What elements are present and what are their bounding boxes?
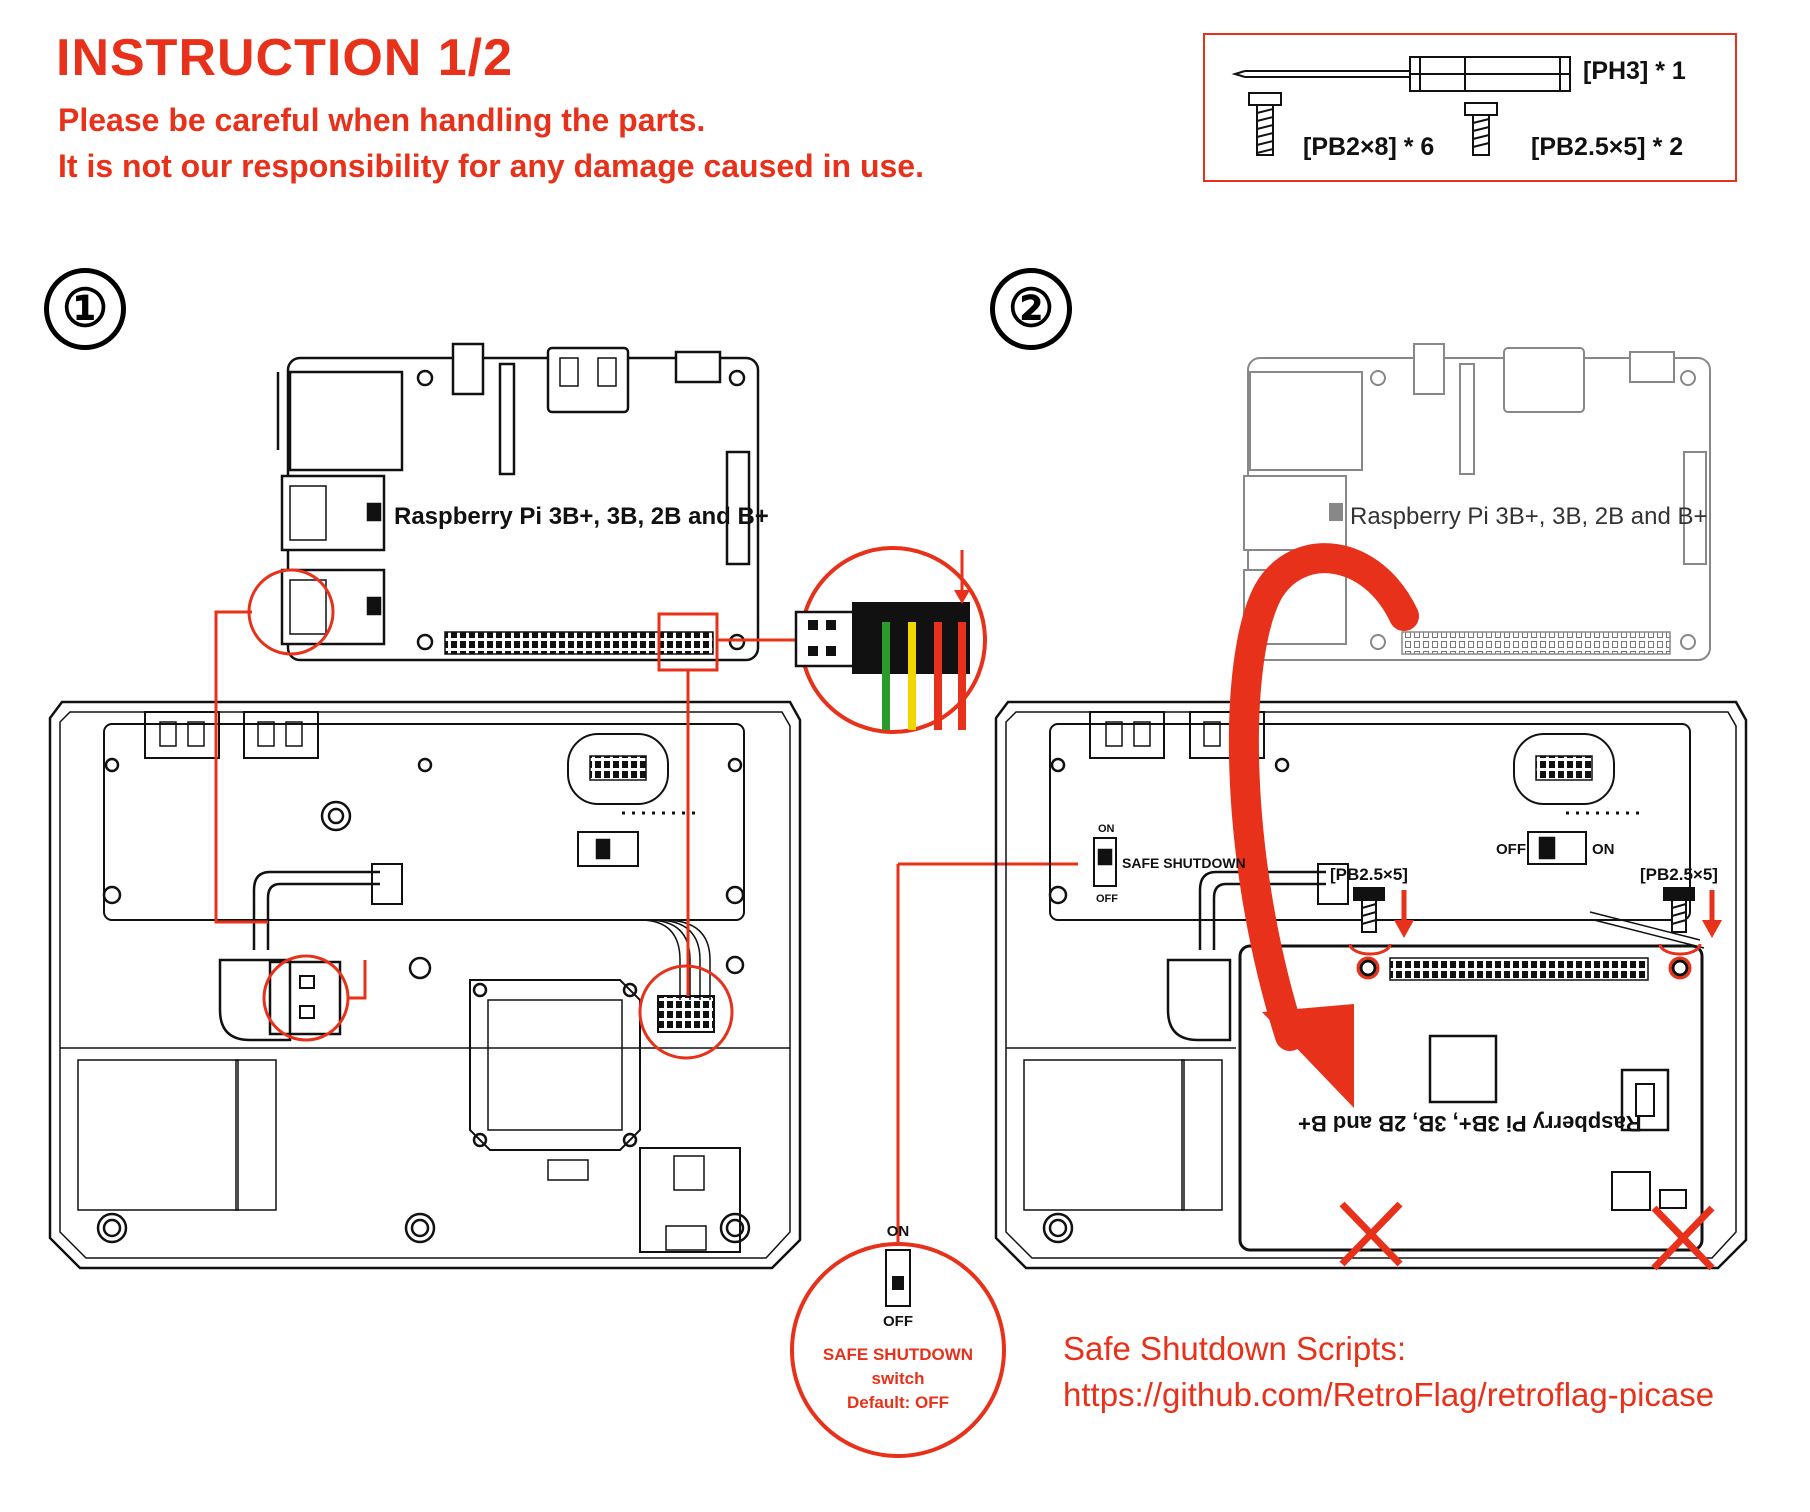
- board-label-step2: Raspberry Pi 3B+, 3B, 2B and B+: [1350, 503, 1708, 530]
- scripts-url-link[interactable]: https://github.com/RetroFlag/retroflag-p…: [1063, 1376, 1715, 1413]
- power-off-label: OFF: [1496, 841, 1526, 858]
- step-1-number: ①: [44, 268, 126, 350]
- callout-on-label: ON: [887, 1223, 910, 1240]
- screw-left-icon: [1353, 887, 1385, 933]
- screw-right-icon: [1663, 887, 1695, 933]
- scripts-label: Safe Shutdown Scripts:: [1063, 1330, 1407, 1367]
- case-step1: [48, 700, 802, 1270]
- wire-connector-zoom: [794, 550, 970, 730]
- callout-off-label: OFF: [883, 1313, 913, 1330]
- long-screw-icon: [1248, 92, 1282, 156]
- pi-board-step2-ghost: [1243, 343, 1711, 661]
- screw-down-arrows: [1348, 890, 1722, 956]
- board-label-flipped: Raspberry Pi 3B+, 3B, 2B and B+: [1298, 1111, 1642, 1136]
- screw-tag-left: [PB2.5×5]: [1330, 865, 1408, 884]
- callout-line-1: SAFE SHUTDOWN: [823, 1345, 973, 1364]
- long-screw-label: [PB2×8] * 6: [1303, 133, 1435, 161]
- screw-tag-right: [PB2.5×5]: [1640, 865, 1718, 884]
- short-screw-label: [PB2.5×5] * 2: [1531, 133, 1684, 161]
- pi-board-step1: [276, 342, 760, 662]
- power-on-label: ON: [1592, 841, 1615, 858]
- switch-off-label: OFF: [1096, 893, 1118, 905]
- short-screw-icon: [1464, 102, 1498, 156]
- safe-shutdown-label: SAFE SHUTDOWN: [1122, 855, 1246, 871]
- parts-box: [PH3] * 1 [PB2×8] * 6 [PB2.5×5] * 2: [1203, 33, 1737, 182]
- warning-line-1: Please be careful when handling the part…: [58, 102, 706, 138]
- switch-on-label: ON: [1098, 823, 1115, 835]
- do-not-cross-marks: [1339, 1201, 1715, 1271]
- step-2-number: ②: [990, 268, 1072, 350]
- safe-shutdown-callout: ON OFF SAFE SHUTDOWN switch Default: OFF: [790, 862, 1078, 1458]
- page-title: INSTRUCTION 1/2: [56, 29, 514, 87]
- warning-line-2: It is not our responsibility for any dam…: [58, 148, 924, 184]
- screwdriver-label: [PH3] * 1: [1583, 57, 1686, 85]
- callout-line-3: Default: OFF: [847, 1393, 949, 1412]
- flip-board-arrow-icon: [1228, 543, 1419, 1108]
- pi-board-flipped: [1238, 944, 1704, 1252]
- board-label-step1: Raspberry Pi 3B+, 3B, 2B and B+: [394, 503, 769, 530]
- parts-illustrations: [1231, 56, 1571, 156]
- screwdriver-icon: [1231, 56, 1571, 92]
- screw-hole-markers: [1356, 956, 1692, 980]
- callout-line-2: switch: [872, 1369, 925, 1388]
